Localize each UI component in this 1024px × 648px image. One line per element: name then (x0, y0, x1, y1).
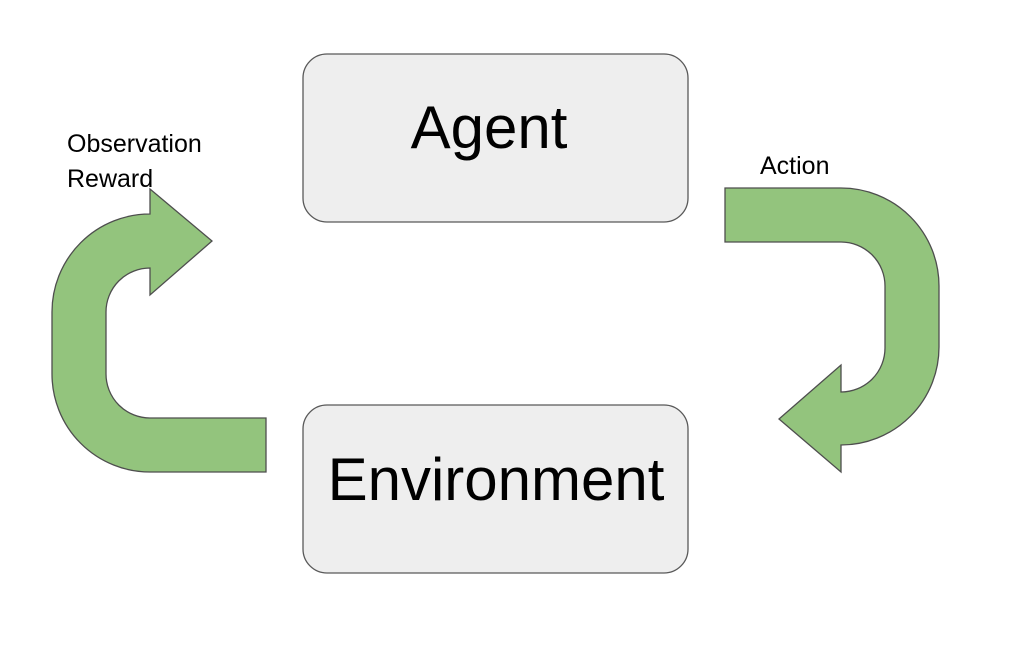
agent-label: Agent (411, 94, 568, 161)
action-label: Action (760, 152, 829, 180)
environment-node: environment Environment (302, 404, 689, 574)
observation-label: Observation (67, 130, 202, 158)
agent-box (302, 53, 689, 223)
agent-node: Agent (302, 53, 689, 223)
feedback-arrow: Observation Reward (51, 130, 267, 473)
action-arrow-shape (724, 187, 940, 474)
environment-label-text: Environment (328, 446, 665, 513)
reward-label: Reward (67, 165, 153, 193)
environment-box (302, 404, 689, 574)
action-arrow: Action (724, 152, 940, 474)
feedback-arrow-shape (51, 187, 267, 473)
